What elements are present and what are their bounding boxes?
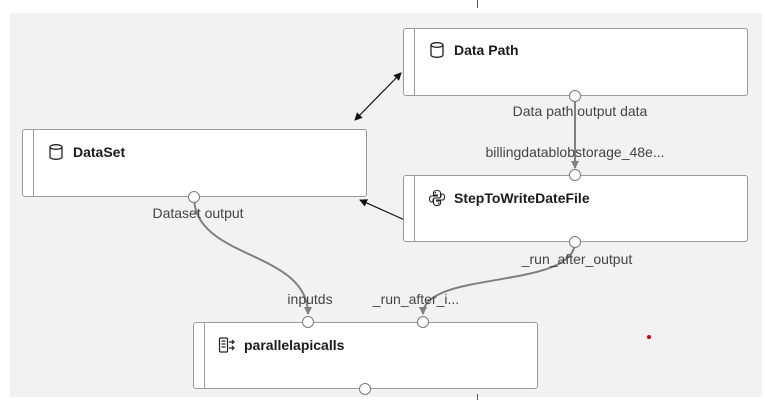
cylinder-icon: [430, 42, 444, 58]
cylinder-icon: [49, 144, 63, 160]
port-data-path-output[interactable]: [569, 90, 581, 102]
node-title: Data Path: [454, 42, 519, 58]
port-label-data-path-output: Data path output data: [512, 103, 648, 119]
node-title: parallelapicalls: [244, 337, 345, 353]
node-title: StepToWriteDateFile: [454, 190, 590, 206]
port-parallel-inputds[interactable]: [302, 316, 314, 328]
node-accent-bar: [33, 130, 34, 196]
node-accent-bar: [414, 176, 415, 241]
port-label-dataset-output: Dataset output: [152, 205, 244, 221]
node-title: DataSet: [73, 144, 126, 160]
node-accent-bar: [204, 323, 205, 388]
python-icon: [428, 189, 446, 207]
port-label-run-after-input: _run_after_i...: [372, 291, 460, 307]
node-step-to-write-date-file[interactable]: StepToWriteDateFile: [403, 175, 748, 242]
port-step-output[interactable]: [569, 236, 581, 248]
port-step-input[interactable]: [569, 169, 581, 181]
port-label-step-output: _run_after_output: [521, 251, 633, 267]
port-label-inputds: inputds: [287, 291, 333, 307]
parallel-run-icon: [218, 337, 235, 353]
status-dot: [647, 335, 651, 339]
node-accent-bar: [414, 29, 415, 95]
port-parallel-run-after-input[interactable]: [417, 316, 429, 328]
port-parallel-output[interactable]: [359, 383, 371, 395]
bottom-edge-marker: [477, 394, 478, 400]
node-data-path[interactable]: Data Path: [403, 28, 748, 96]
port-label-step-input: billingdatablobstorage_48e...: [485, 144, 665, 160]
node-dataset[interactable]: DataSet: [22, 129, 367, 197]
node-parallelapicalls[interactable]: parallelapicalls: [193, 322, 538, 389]
port-dataset-output[interactable]: [188, 191, 200, 203]
top-edge-marker: [477, 0, 478, 8]
